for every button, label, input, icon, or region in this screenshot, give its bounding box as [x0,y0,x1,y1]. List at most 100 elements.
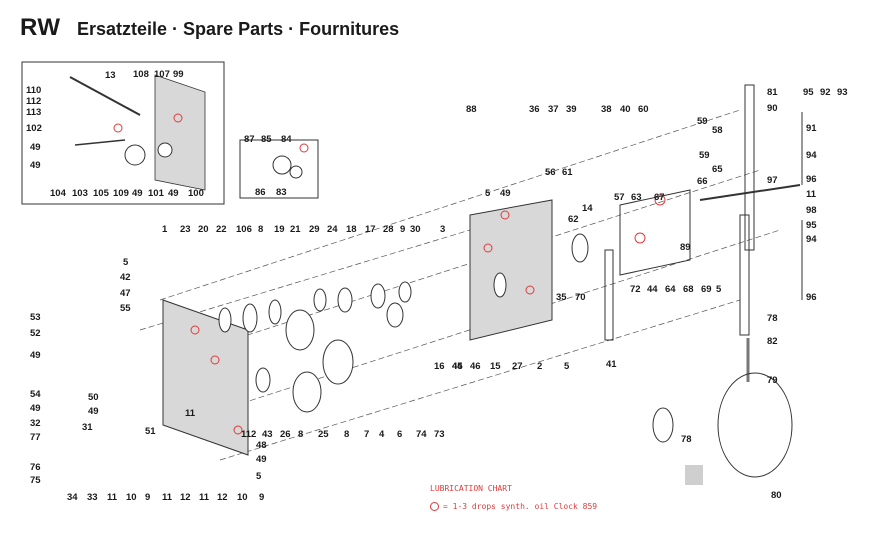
part-number: 86 [255,187,266,198]
part-number: 80 [771,490,782,501]
part-number: 57 [614,192,625,203]
part-number: 69 [701,284,712,295]
part-number: 105 [93,188,110,199]
part-number: 110 [26,85,41,96]
part-number: 18 [346,224,357,235]
part-number: 99 [173,69,184,80]
part-number: 49 [88,406,99,417]
part-number: 100 [188,188,204,199]
part-number: 112 [241,429,256,440]
part-number: 17 [365,224,376,235]
part-number: 94 [806,234,817,245]
part-number: 102 [26,123,42,134]
part-number: 49 [30,350,41,361]
part-number: 11 [806,189,817,200]
part-number: 78 [767,313,778,324]
part-number: 23 [180,224,191,235]
part-number: 8 [344,429,349,440]
part-number: 11 [185,408,196,419]
part-number: 3 [440,224,445,235]
part-number: 54 [30,389,41,400]
part-number: 61 [562,167,573,178]
part-number-labels: 13 110 112 113 108 107 99 102 49 49 104 … [26,69,848,503]
part-number: 31 [82,422,93,433]
part-number: 49 [30,403,41,414]
part-number: 49 [132,188,143,199]
part-number: 13 [105,70,116,81]
lubrication-legend-text: = 1-3 drops synth. oil Clock 859 [443,502,598,511]
part-number: 26 [280,429,291,440]
part-number: 24 [327,224,338,235]
part-number: 75 [30,475,41,486]
part-number: 44 [452,361,463,372]
part-number: 49 [30,160,41,171]
part-number: 35 [556,292,567,303]
inset-detail-box [21,61,225,205]
part-number: 49 [256,454,267,465]
part-number: 11 [162,492,173,503]
part-number: 77 [30,432,41,443]
part-number: 96 [806,174,817,185]
rear-plate [469,199,553,341]
pendulum-bob [652,372,793,485]
part-number: 9 [145,492,150,503]
part-number: 28 [383,224,394,235]
part-number: 84 [281,134,292,145]
part-number: 66 [697,176,708,187]
part-number: 96 [806,292,817,303]
part-number: 6 [397,429,402,440]
part-number: 98 [806,205,817,216]
part-number: 10 [237,492,248,503]
part-number: 49 [30,142,41,153]
lubrication-chart: LUBRICATION CHART = 1-3 drops synth. oil… [430,480,597,516]
part-number: 12 [180,492,191,503]
part-number: 52 [30,328,41,339]
part-number: 2 [537,361,542,372]
part-number: 55 [120,303,131,314]
part-number: 14 [582,203,593,214]
part-number: 51 [145,426,156,437]
part-number: 22 [216,224,227,235]
part-number: 83 [276,187,287,198]
part-number: 5 [256,471,262,482]
part-number: 70 [575,292,586,303]
part-number: 32 [30,418,41,429]
part-number: 65 [712,164,723,175]
part-number: 113 [26,107,41,118]
part-number: 81 [767,87,778,98]
part-number: 47 [120,288,131,299]
part-number: 33 [87,492,98,503]
part-number: 7 [364,429,369,440]
part-number: 101 [148,188,165,199]
part-number: 62 [568,214,579,225]
part-number: 63 [631,192,642,203]
part-number: 95 [806,220,817,231]
part-number: 104 [50,188,67,199]
part-number: 8 [258,224,263,235]
bell-rods [739,84,803,382]
part-number: 59 [699,150,710,161]
part-number: 108 [133,69,149,80]
part-number: 39 [566,104,577,115]
part-number: 112 [26,96,41,107]
part-number: 73 [434,429,445,440]
part-number: 11 [199,492,210,503]
part-number: 12 [217,492,228,503]
part-number: 82 [767,336,778,347]
gear-train [218,233,589,413]
strike-mechanism [604,184,801,341]
part-number: 4 [379,429,385,440]
part-number: 60 [638,104,649,115]
front-plate [162,299,249,456]
part-number: 19 [274,224,285,235]
lubrication-chart-title: LUBRICATION CHART [430,484,512,493]
part-number: 15 [490,361,501,372]
part-number: 37 [548,104,559,115]
part-number: 20 [198,224,209,235]
part-number: 67 [654,192,665,203]
part-number: 30 [410,224,421,235]
part-number: 1 [162,224,168,235]
part-number: 16 [434,361,445,372]
part-number: 46 [470,361,481,372]
part-number: 74 [416,429,427,440]
